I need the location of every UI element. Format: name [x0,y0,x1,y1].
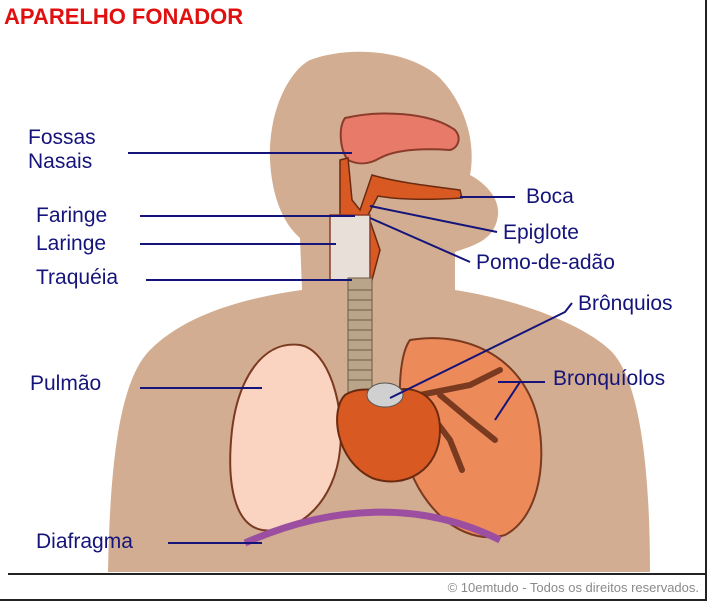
label-bronquiolos: Bronquíolos [553,368,665,390]
label-fossas-line1: Fossas [28,127,96,149]
copyright-notice: © 10emtudo - Todos os direitos reservado… [448,580,699,595]
trachea [348,278,372,400]
larynx-shape [330,215,370,280]
label-epiglote: Epiglote [503,222,579,244]
label-faringe: Faringe [36,205,107,227]
label-pomo: Pomo-de-adão [476,252,615,274]
page-title: APARELHO FONADOR [4,4,243,30]
footer-divider [8,573,705,575]
label-traqueia: Traquéia [36,267,118,289]
label-bronquios: Brônquios [578,293,673,315]
label-boca: Boca [526,186,574,208]
label-pulmao: Pulmão [30,373,101,395]
label-fossas-line2: Nasais [28,151,92,173]
label-laringe: Laringe [36,233,106,255]
label-diafragma: Diafragma [36,531,133,553]
